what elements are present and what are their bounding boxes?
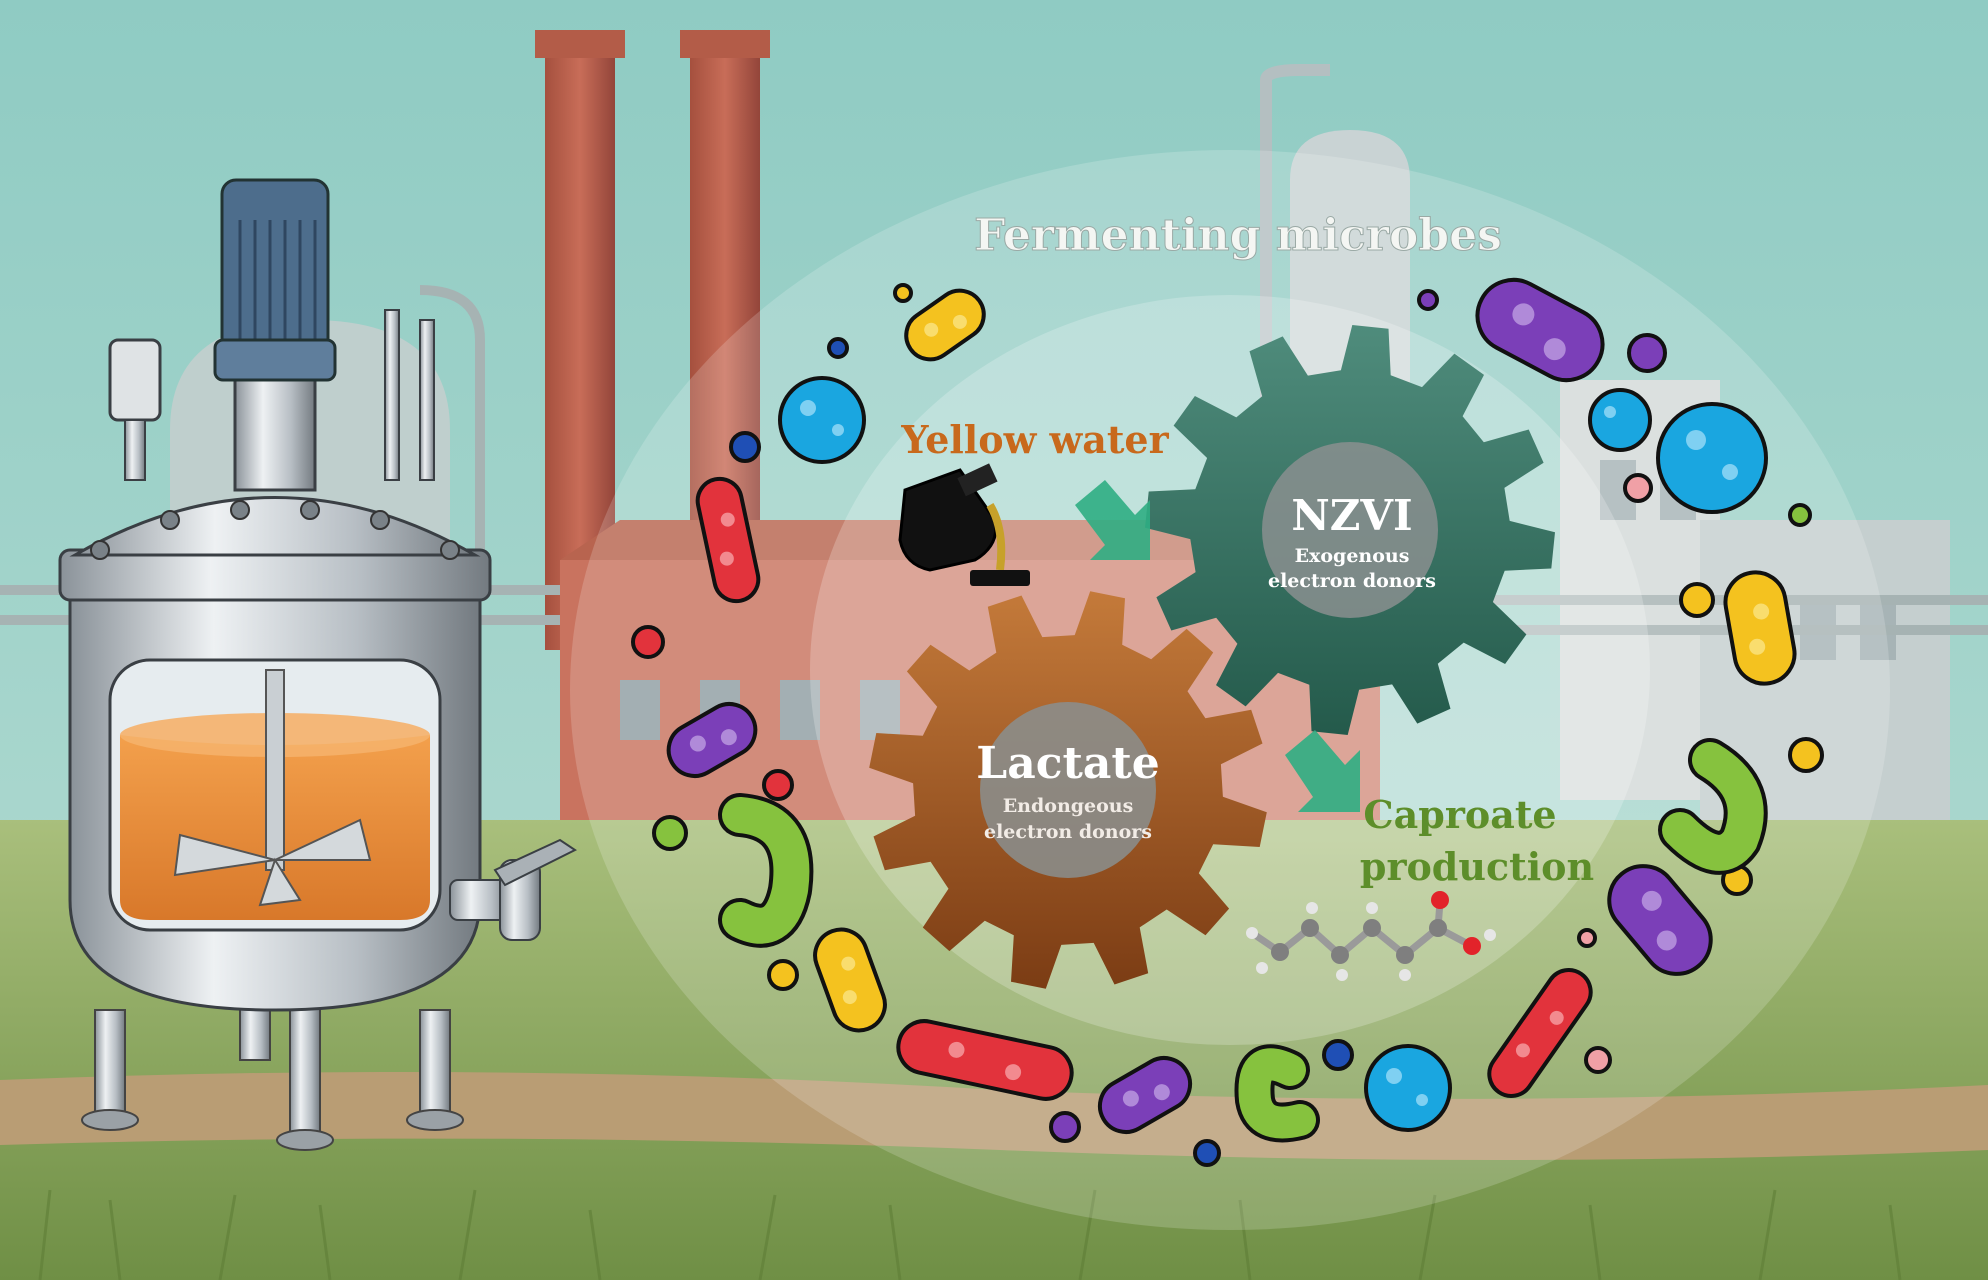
bacterium-icon bbox=[1475, 277, 1605, 383]
grass-blades bbox=[38, 1189, 1902, 1280]
lactate-label: Lactate bbox=[976, 738, 1159, 789]
bioreactor-icon bbox=[58, 178, 577, 1151]
arrow-icon bbox=[1075, 480, 1150, 560]
bacterium-icon bbox=[1364, 1044, 1452, 1132]
bacterium-icon bbox=[1097, 1056, 1193, 1134]
caproate-label-line2: production bbox=[1360, 844, 1594, 889]
bacterium-icon bbox=[666, 702, 758, 778]
lactate-sub-label-2: electron donors bbox=[984, 821, 1152, 843]
caproate-label-line1: Caproate bbox=[1363, 792, 1556, 837]
bacterium-icon bbox=[1588, 388, 1652, 452]
nzvi-sub-label-1: Exogenous bbox=[1295, 545, 1410, 567]
gear-icon bbox=[1145, 325, 1555, 735]
nzvi-label: NZVI bbox=[1291, 491, 1412, 540]
yellow-water-label: Yellow water bbox=[900, 417, 1169, 462]
bacterium-icon bbox=[1723, 570, 1797, 686]
fermenting-microbes-label: Fermenting microbes bbox=[974, 210, 1502, 261]
bacterium-icon bbox=[1607, 864, 1713, 976]
bacterium-icon bbox=[778, 376, 866, 464]
lactate-gear-hub bbox=[980, 702, 1156, 878]
bacterium-icon bbox=[813, 927, 887, 1033]
bacterium-icon bbox=[695, 476, 761, 604]
arrow-icon bbox=[1285, 730, 1360, 812]
bottle-pour-icon bbox=[898, 463, 1030, 586]
lactate-sub-label-1: Endongeous bbox=[1003, 795, 1134, 817]
bacterium-icon bbox=[1656, 402, 1768, 514]
bacterium-icon bbox=[904, 288, 986, 362]
bacterium-icon bbox=[896, 1019, 1074, 1101]
gear-icon bbox=[869, 591, 1267, 989]
bacterium-icon bbox=[1487, 968, 1593, 1098]
caproate-molecule-icon bbox=[1246, 891, 1496, 981]
nzvi-sub-label-2: electron donors bbox=[1268, 570, 1436, 592]
microbe-ring bbox=[631, 277, 1824, 1167]
dirt-path bbox=[0, 1072, 1988, 1160]
nzvi-gear-hub bbox=[1262, 442, 1438, 618]
